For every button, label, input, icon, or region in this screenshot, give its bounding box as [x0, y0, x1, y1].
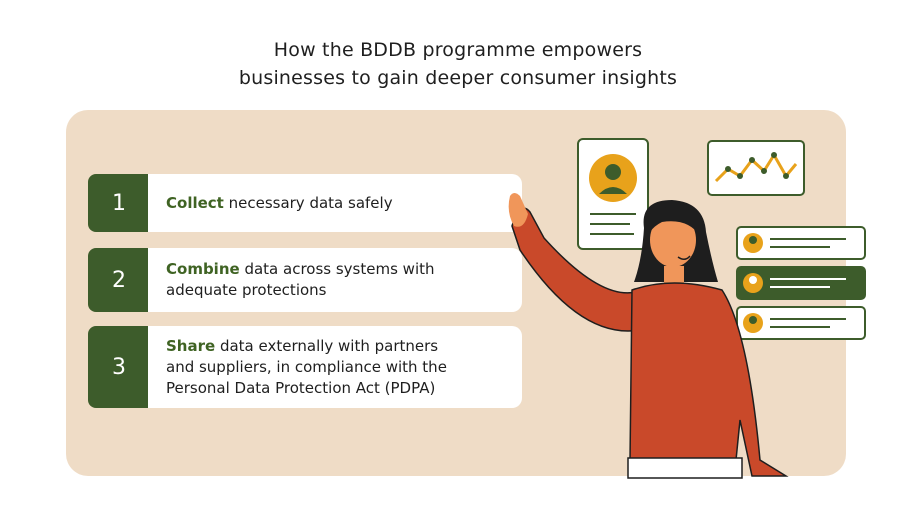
- presenter-illustration: [508, 193, 789, 479]
- step-card: Combine data across systems with adequat…: [148, 248, 522, 312]
- step-text-line: adequate protections: [166, 281, 327, 299]
- step-text-line: necessary data safely: [223, 193, 393, 212]
- step-number-badge: 1: [88, 174, 150, 232]
- step-card: Collect necessary data safely: [148, 174, 522, 232]
- page-title: How the BDDB programme empowers business…: [0, 36, 916, 92]
- step-2: 2 Combine data across systems with adequ…: [88, 248, 522, 312]
- step-text-line: data across systems with: [239, 260, 435, 278]
- title-line-1: How the BDDB programme empowers: [273, 39, 643, 61]
- step-card: Share data externally with partners and …: [148, 326, 522, 408]
- step-text: Share data externally with partners and …: [166, 336, 447, 399]
- step-number-badge: 3: [88, 326, 150, 408]
- step-3: 3 Share data externally with partners an…: [88, 326, 522, 408]
- step-number-badge: 2: [88, 248, 150, 312]
- step-text-line: and suppliers, in compliance with the: [166, 357, 447, 376]
- step-text: Collect necessary data safely: [166, 193, 393, 214]
- step-keyword: Share: [166, 336, 216, 355]
- step-text-line: data externally with partners: [215, 336, 439, 355]
- step-keyword: Collect: [166, 193, 224, 212]
- step-1: 1 Collect necessary data safely: [88, 174, 522, 232]
- profile-card-icon: [577, 138, 649, 250]
- step-keyword: Combine: [166, 260, 240, 278]
- user-list-icon: [736, 226, 866, 340]
- title-line-2: businesses to gain deeper consumer insig…: [238, 67, 678, 89]
- line-chart-icon: [707, 140, 805, 196]
- step-text-line: Personal Data Protection Act (PDPA): [166, 378, 436, 397]
- step-text: Combine data across systems with adequat…: [166, 259, 435, 301]
